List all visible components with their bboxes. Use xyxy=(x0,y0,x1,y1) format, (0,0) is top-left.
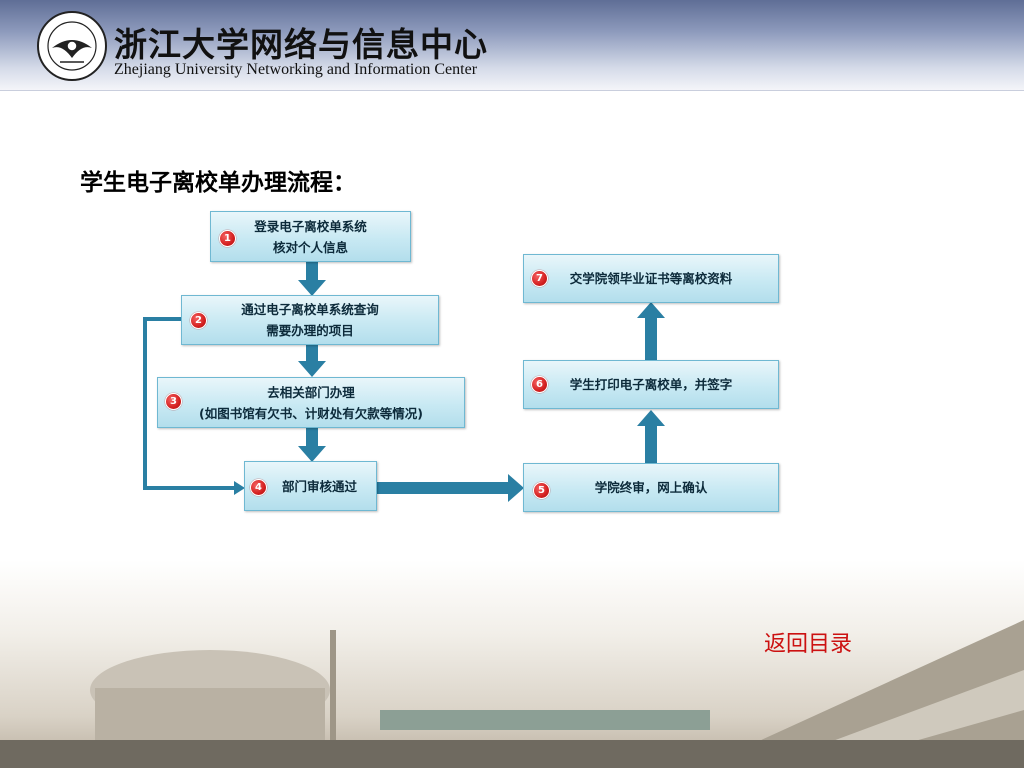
step-1-box: 登录电子离校单系统 核对个人信息 xyxy=(210,211,411,262)
step-3-line2: (如图书馆有欠书、计财处有欠款等情况) xyxy=(199,405,423,421)
step-3-line1: 去相关部门办理 xyxy=(267,384,355,400)
step-6-box: 学生打印电子离校单，并签字 xyxy=(523,360,779,409)
step-4-badge: 4 xyxy=(250,479,267,496)
step-7-box: 交学院领毕业证书等离校资料 xyxy=(523,254,779,303)
step-1-line1: 登录电子离校单系统 xyxy=(254,218,367,234)
step-2-line2: 需要办理的项目 xyxy=(266,323,354,338)
university-logo xyxy=(37,11,107,81)
step-5-line1: 学院终审，网上确认 xyxy=(594,480,708,495)
step-1-badge: 1 xyxy=(219,230,236,247)
header-banner: 浙江大学网络与信息中心 Zhejiang University Networki… xyxy=(0,0,1024,91)
arrow-up-5-6 xyxy=(637,410,665,464)
back-to-contents-link[interactable]: 返回目录 xyxy=(764,632,853,657)
step-5-badge: 5 xyxy=(533,482,550,499)
step-2-line1: 通过电子离校单系统查询 xyxy=(241,302,379,317)
step-2-badge: 2 xyxy=(190,312,207,329)
step-2-box: 通过电子离校单系统查询 需要办理的项目 xyxy=(181,295,439,345)
step-6-badge: 6 xyxy=(531,376,548,393)
step-7-line1: 交学院领毕业证书等离校资料 xyxy=(569,271,733,286)
step-6-line1: 学生打印电子离校单，并签字 xyxy=(569,377,733,392)
arrow-right-4-5 xyxy=(376,474,524,502)
arrow-down-2-3 xyxy=(298,345,326,377)
arrow-down-3-4 xyxy=(298,428,326,462)
org-name-english: Zhejiang University Networking and Infor… xyxy=(114,61,478,78)
step-3-badge: 3 xyxy=(165,393,182,410)
campus-buildings-illustration xyxy=(0,620,1024,768)
step-3-box: 去相关部门办理 (如图书馆有欠书、计财处有欠款等情况) xyxy=(157,377,465,428)
arrow-down-1-2 xyxy=(298,262,326,296)
org-name-chinese: 浙江大学网络与信息中心 xyxy=(114,25,488,64)
step-4-line1: 部门审核通过 xyxy=(281,478,357,494)
arrow-up-6-7 xyxy=(637,302,665,360)
step-7-badge: 7 xyxy=(531,270,548,287)
arrow-bypass-2-4 xyxy=(143,317,245,495)
step-1-line2: 核对个人信息 xyxy=(272,239,348,255)
campus-photo-background xyxy=(0,560,1024,768)
page-title: 学生电子离校单办理流程： xyxy=(80,170,356,196)
step-5-box: 学院终审，网上确认 xyxy=(523,463,779,512)
